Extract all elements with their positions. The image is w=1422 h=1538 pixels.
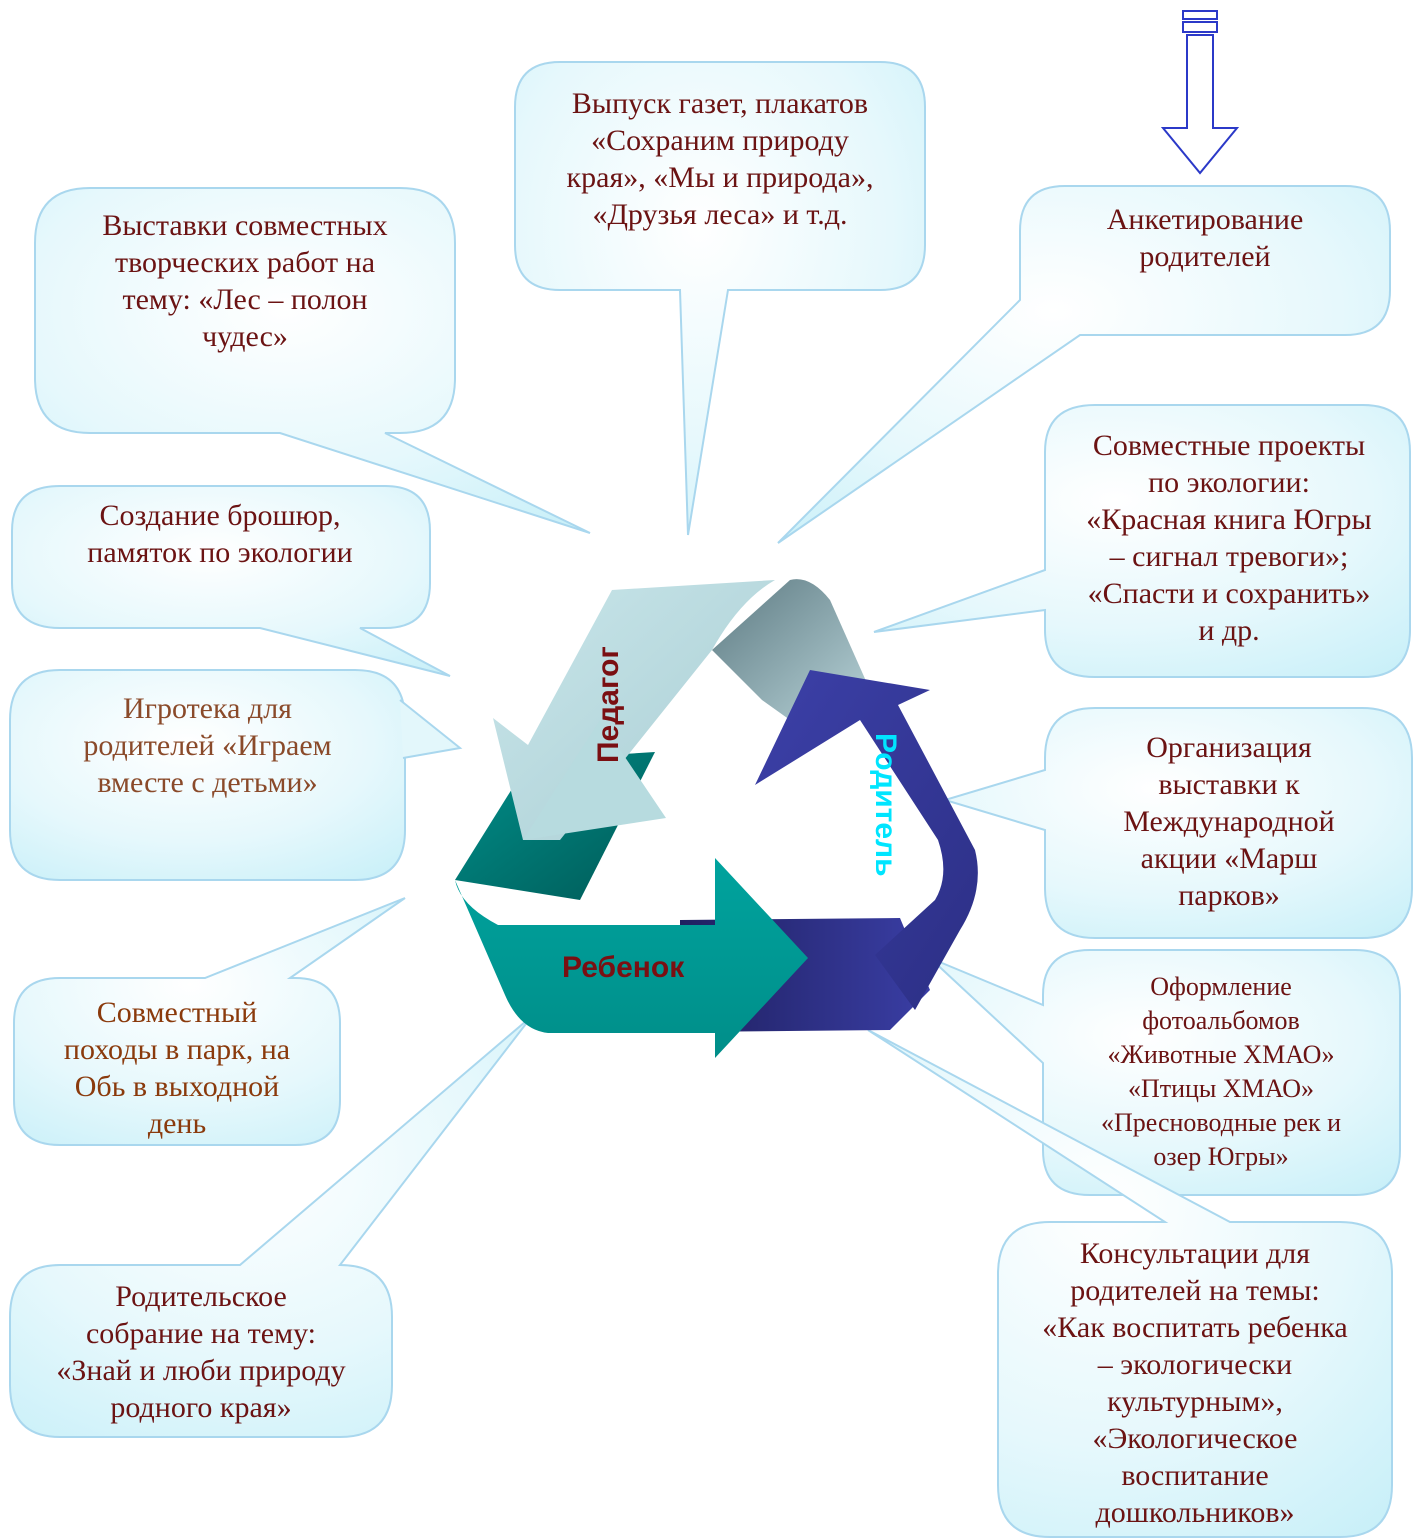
bubble-march	[941, 707, 1413, 939]
bubble-text-brochures: Создание брошюр, памяток по экологии	[87, 499, 353, 569]
teacher-label: Педагог	[592, 646, 625, 763]
bubble-consultations	[867, 1029, 1393, 1538]
child-label: Ребенок	[562, 951, 685, 984]
bubble-text-march: Организация выставки к Международной акц…	[1123, 731, 1335, 912]
child-arrow	[455, 858, 808, 1058]
cycle-diagram: Педагог Родитель Ребенок	[455, 579, 978, 1058]
bubble-text-hikes: Совместный походы в парк, на Обь в выход…	[63, 996, 291, 1140]
bubble-text-exhibitions: Выставки совместных творческих работ на …	[102, 209, 388, 353]
bubble-text-meeting: Родительское собрание на тему: «Знай и л…	[56, 1280, 346, 1424]
bubble-exhibitions	[34, 187, 591, 534]
bubble-survey	[777, 185, 1391, 544]
bubble-text-newspapers: Выпуск газет, плакатов «Сохраним природу…	[566, 87, 874, 231]
bubble-hikes	[13, 897, 406, 1146]
bubble-text-survey: Анкетирование родителей	[1106, 203, 1304, 273]
bubble-meeting	[9, 1015, 533, 1438]
bubble-text-albums: Оформление фотоальбомов «Животные ХМАО» …	[1100, 972, 1341, 1171]
down-arrow-icon	[1160, 10, 1240, 175]
bubble-text-projects: Совместные проекты по экологии: «Красная…	[1086, 429, 1372, 647]
parent-label: Родитель	[869, 733, 902, 877]
bubble-projects	[873, 404, 1411, 678]
parent-arrow	[755, 670, 978, 1010]
bubble-text-games: Игротека для родителей «Играем вместе с …	[83, 692, 332, 799]
bubble-text-consultations: Консультации для родителей на темы: «Как…	[1042, 1237, 1348, 1529]
bubble-games	[9, 669, 463, 881]
bubble-brochures	[11, 485, 451, 677]
teacher-arrow	[493, 580, 775, 840]
bubble-newspapers	[514, 61, 926, 536]
